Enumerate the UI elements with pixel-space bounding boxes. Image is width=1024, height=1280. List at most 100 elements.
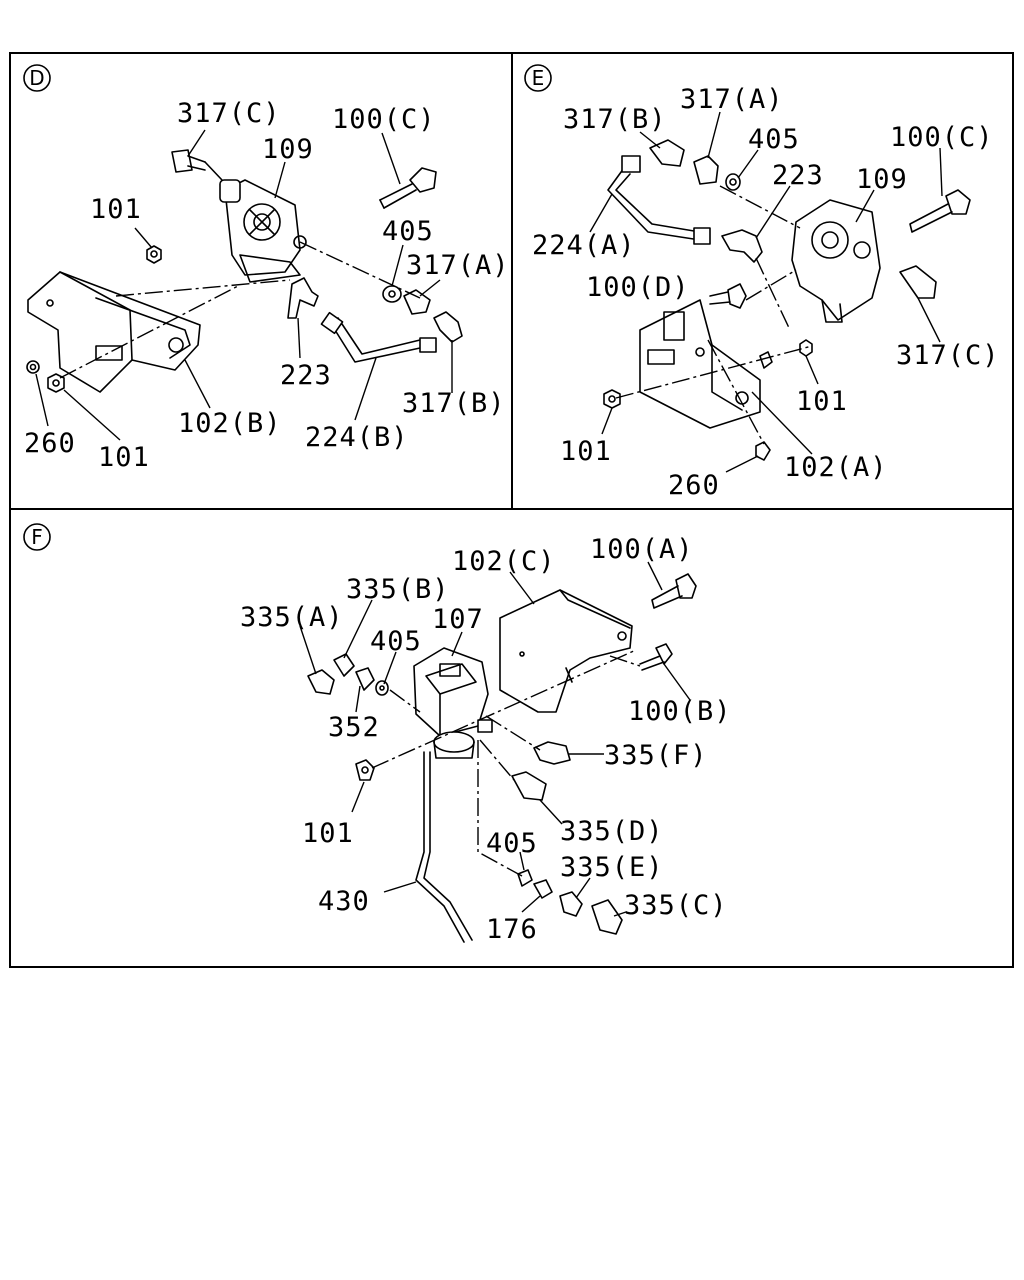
assembly-line-f-4 [479,739,515,781]
fitting-352 [355,667,375,691]
label-107: 107 [432,604,484,635]
label-100a: 100(A) [590,534,694,565]
bolt-100a [651,573,697,609]
label-335e: 335(E) [560,852,664,883]
svg-text:E: E [532,66,545,90]
washer-405-d [382,285,402,303]
fitting-335c [591,899,623,935]
label-109-d: 109 [262,134,314,165]
label-224b: 224(B) [305,422,409,453]
washer-405-f-top [375,680,389,696]
assembly-line-d-2 [299,241,421,299]
svg-text:F: F [31,525,43,549]
label-101-f: 101 [302,818,354,849]
tee-223-e [721,229,763,263]
label-109-e: 109 [856,164,908,195]
fitting-335f [533,741,571,765]
label-405-f-top: 405 [370,626,422,657]
washer-405-e [725,173,741,191]
nut-101-e-left [603,389,621,409]
hose-430 [415,751,473,943]
leader-lines-f [299,561,691,917]
assembly-line-d-3 [115,279,291,297]
label-317b-d: 317(B) [402,388,506,419]
label-317b-e: 317(B) [563,104,667,135]
valve-109-e [791,199,881,323]
leader-lines-d [35,129,453,441]
panel-e: E [524,64,1000,501]
pipe-224a [607,155,711,245]
panel-d-marker: D [23,64,51,92]
label-317c-e: 317(C) [896,340,1000,371]
bolt-100d [709,283,747,309]
nut-101-f [355,759,375,781]
diagram-frame [9,52,1014,968]
svg-text:D: D [29,66,44,90]
bolt-100b [639,643,673,671]
nut-260-e [755,441,771,461]
panel-f-marker: F [23,523,51,551]
label-101-d-top: 101 [90,194,142,225]
panel-d: D [23,64,510,473]
fitting-317c-d [171,149,223,181]
fitting-317c-e [899,265,937,299]
label-100b: 100(B) [628,696,732,727]
screw-e [759,351,773,369]
label-101-d-bottom: 101 [98,442,150,473]
bolt-100c-d [379,167,437,209]
label-100d: 100(D) [586,272,690,303]
panel-e-marker: E [524,64,552,92]
nut-101-d-top [146,245,162,264]
assembly-line-f-6 [609,655,641,667]
fitting-317a-e [693,155,719,185]
assembly-line-f-5 [477,740,523,877]
fitting-335b [333,653,355,677]
assembly-line-e-5 [755,257,791,331]
assembly-line-d-1 [59,285,239,379]
label-335c: 335(C) [624,890,728,921]
label-102c: 102(C) [452,546,556,577]
bracket-102a [639,299,761,429]
fitting-176 [533,879,553,899]
label-335b: 335(B) [346,574,450,605]
label-317c-d: 317(C) [177,98,281,129]
label-405-d: 405 [382,216,434,247]
assembly-line-e-2 [719,185,801,229]
label-317a-d: 317(A) [406,250,510,281]
washer-405-f-bottom [517,869,533,887]
assembly-line-f-3 [485,715,541,751]
panel-f: F [23,523,732,945]
assembly-line-f-2 [389,689,421,713]
fitting-317b-d [433,311,463,343]
fitting-317a-d [403,289,431,315]
label-176: 176 [486,914,538,945]
pipe-224b [320,311,437,363]
label-352: 352 [328,712,380,743]
label-224a: 224(A) [532,230,636,261]
assembly-line-e-4 [707,339,765,445]
assembly-line-f-1 [371,649,637,769]
label-335a: 335(A) [240,602,344,633]
label-100c-d: 100(C) [332,104,436,135]
label-430: 430 [318,886,370,917]
nut-260-d [26,360,40,374]
label-223-d: 223 [280,360,332,391]
tee-223-d [287,277,319,319]
label-102a: 102(A) [784,452,888,483]
label-101-e-right: 101 [796,386,848,417]
assembly-line-e-1 [615,345,813,399]
label-335f: 335(F) [604,740,708,771]
bracket-102c [499,589,633,713]
valve-109-d [219,179,307,283]
valve-107 [413,647,493,759]
assembly-line-e-3 [745,269,797,301]
fitting-335e [559,891,583,917]
label-101-e-left: 101 [560,436,612,467]
label-100c-e: 100(C) [890,122,994,153]
nut-101-d-bottom [47,373,65,393]
fitting-335d [511,771,547,801]
label-335d: 335(D) [560,816,664,847]
label-223-e: 223 [772,160,824,191]
leader-lines-e [589,111,943,473]
